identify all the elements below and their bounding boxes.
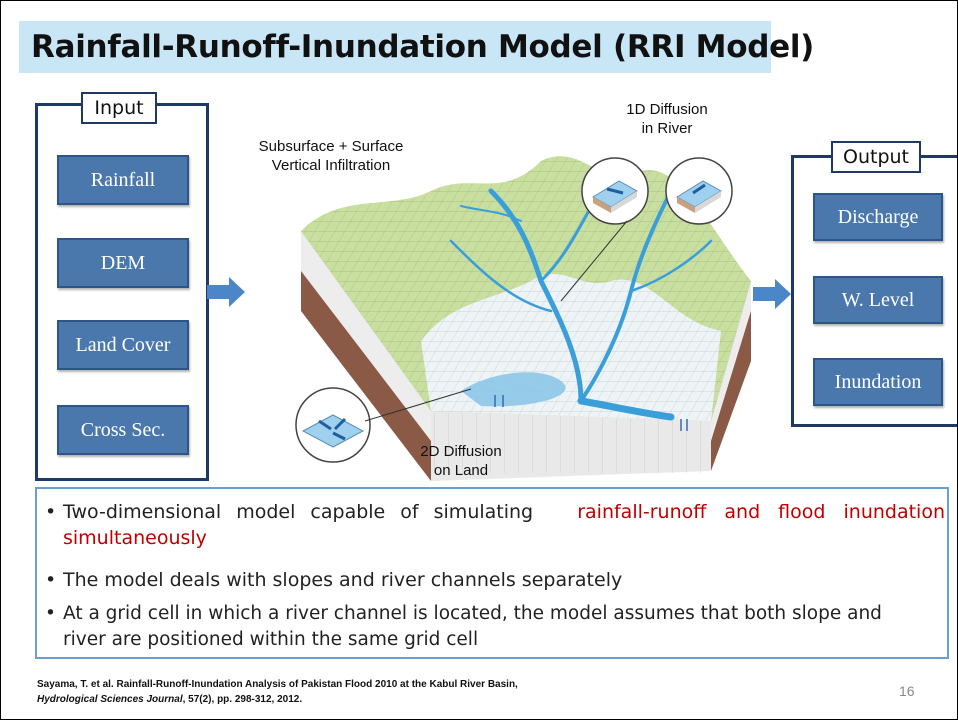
inundation-area (461, 372, 566, 407)
label-2d-diffusion: 2D Diffusion on Land (420, 443, 502, 479)
input-item-rainfall: Rainfall (57, 155, 189, 205)
notes-box: • Two-dimensional model capable of simul… (35, 487, 949, 659)
title-bar: Rainfall-Runoff-Inundation Model (RRI Mo… (19, 21, 814, 73)
input-heading: Input (81, 92, 157, 124)
bullet-2: • The model deals with slopes and river … (45, 569, 623, 591)
output-item-discharge: Discharge (813, 193, 943, 241)
page-title: Rainfall-Runoff-Inundation Model (RRI Mo… (31, 29, 815, 65)
bullet-1: • Two-dimensional model capable of simul… (45, 501, 945, 549)
input-arrow (207, 277, 245, 307)
zoom-circle-river-b (665, 157, 733, 225)
input-item-land-cover: Land Cover (57, 320, 189, 370)
output-item-water-level: W. Level (813, 276, 943, 324)
river-network (449, 188, 713, 421)
zoom-circle-land (295, 387, 371, 463)
output-heading: Output (831, 141, 921, 173)
label-1d-diffusion: 1D Diffusion in River (626, 101, 708, 137)
bullet-3: • At a grid cell in which a river channe… (45, 603, 882, 650)
label-vertical-infiltration: Subsurface + Surface Vertical Infiltrati… (258, 138, 404, 174)
output-item-inundation: Inundation (813, 358, 943, 406)
citation: Sayama, T. et al. Rainfall-Runoff-Inunda… (37, 679, 518, 705)
zoom-circle-river-a (581, 157, 649, 225)
output-arrow (753, 279, 791, 309)
input-item-cross-sec: Cross Sec. (57, 405, 189, 455)
input-item-dem: DEM (57, 238, 189, 288)
page-number: 16 (899, 683, 915, 699)
